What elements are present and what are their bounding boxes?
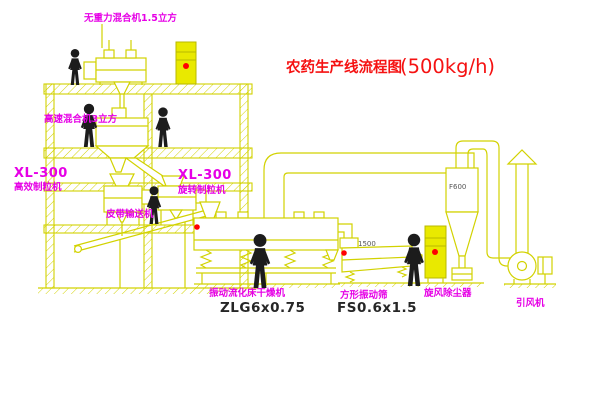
cyclone-outlet-duct (455, 140, 510, 267)
label-granulator-right-model: XL-300 (178, 168, 232, 183)
belt-conveyor (73, 207, 215, 288)
mixer-motor (83, 61, 97, 80)
fan-motor (537, 256, 553, 275)
vibration-motor-dot (194, 224, 200, 230)
label-dryer-name: 振动流化床干燥机 (209, 287, 286, 299)
label-fan: 引风机 (516, 297, 545, 309)
vibration-motor-dot (341, 250, 347, 256)
label-granulator-left-model: XL-300 (14, 166, 68, 181)
stack-rain-cap (506, 149, 538, 165)
control-cabinet-right (424, 225, 447, 283)
mixer-body (95, 117, 149, 147)
discharge-cone (115, 211, 129, 223)
cyclone-outlet-duct (467, 148, 511, 259)
granulator-body (157, 185, 197, 211)
label-high-speed-mixer: 高速混合机3立方 (44, 113, 118, 125)
dryer-body (193, 217, 339, 251)
fan-volute (507, 251, 537, 281)
label-granulator-left-name: 高效制粒机 (14, 181, 62, 193)
high-speed-mixer (94, 107, 174, 187)
indicator-light (432, 249, 438, 255)
fluid-bed-dryer (193, 201, 340, 288)
ground-hatch (38, 288, 258, 294)
cyclone-cone (445, 211, 479, 257)
person-figure (404, 233, 424, 286)
granulator-right (157, 175, 207, 225)
cyclone-dust-collector (445, 140, 511, 281)
indicator-light (183, 63, 189, 69)
vibration-spring (283, 249, 297, 269)
left-funnel (109, 157, 127, 173)
label-screen-name: 方形振动筛 (340, 289, 388, 301)
screen-feed-box (339, 237, 359, 249)
gravity-free-mixer (83, 24, 147, 118)
annotation-screen-dim: 1500 (358, 240, 376, 248)
floor2-beam (43, 147, 253, 159)
label-screen-model: FS0.6x1.5 (337, 300, 417, 316)
diagram-title: 农药生产线流程图 (285, 58, 402, 76)
person-figure (80, 103, 98, 147)
label-gravity-free-mixer: 无重力混合机1.5立方 (83, 12, 177, 24)
exhaust-duct-main (263, 152, 475, 218)
label-dryer-model: ZLG6x0.75 (220, 300, 305, 316)
cyclone-dip-leg (458, 255, 466, 269)
diagram-labels: 农药生产线流程图 (500kg/h) 无重力混合机1.5立方 高速混合机3立方 … (14, 12, 545, 316)
annotation-cyclone-dim: F600 (449, 183, 466, 191)
vibration-spring (344, 271, 356, 283)
mixer-inlet (125, 49, 137, 59)
person-figure (155, 107, 171, 147)
control-cabinet-top (175, 41, 197, 85)
diagram-title-capacity: (500kg/h) (400, 55, 495, 78)
mixer-inlet (103, 49, 115, 59)
person-figure (68, 49, 82, 85)
vibration-spring (396, 266, 408, 278)
fan-hub (516, 260, 528, 272)
roof-beam (43, 83, 253, 95)
cyclone-cylinder (445, 167, 479, 213)
induced-draft-fan (504, 149, 556, 288)
label-granulator-right-name: 旋转制粒机 (177, 184, 226, 196)
vibration-spring (199, 249, 213, 269)
conveyor-roller (73, 245, 82, 254)
label-cyclone: 旋风除尘器 (423, 287, 472, 299)
dryer-discharge (325, 249, 339, 261)
label-belt-conveyor: 皮带输送机 (105, 208, 154, 220)
granulator-body (103, 185, 143, 213)
vibration-spring (239, 249, 253, 269)
granulator-left (103, 173, 153, 236)
